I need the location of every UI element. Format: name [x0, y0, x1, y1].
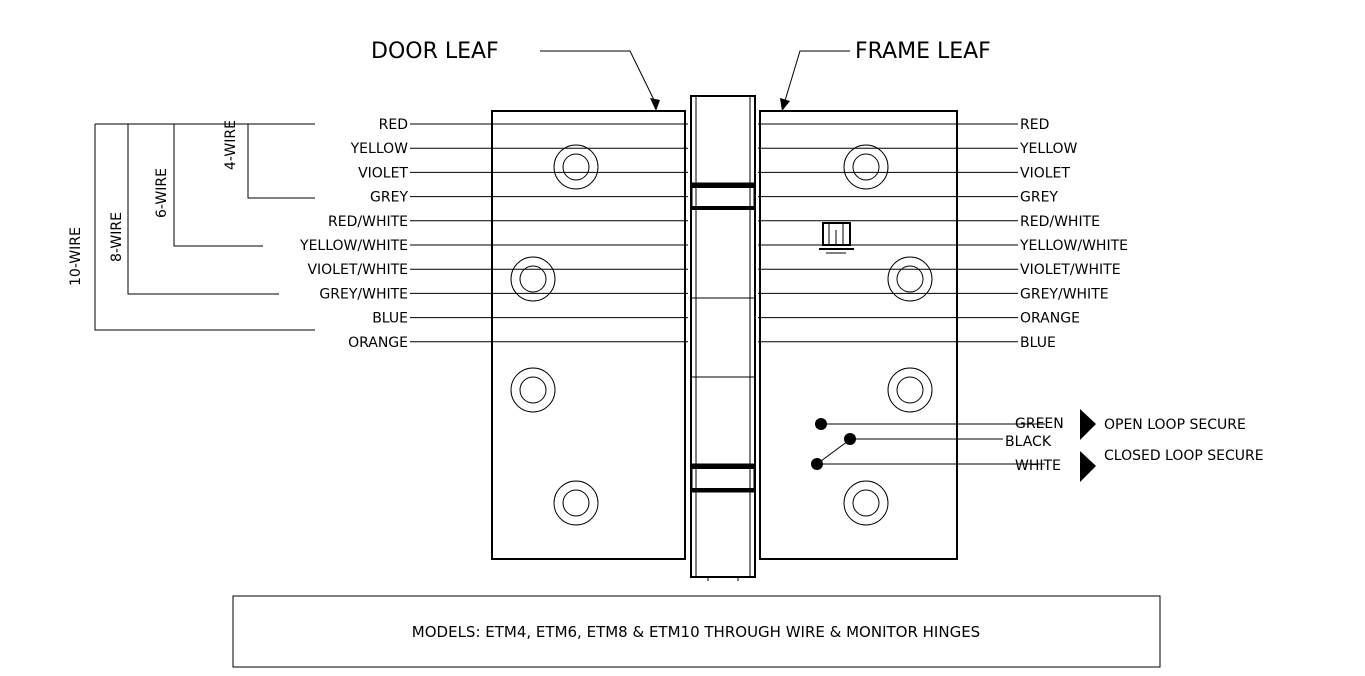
- hinge-drawing: [491, 95, 958, 581]
- frame-leaf-label: FRAME LEAF: [855, 39, 991, 64]
- screw-hole: [553, 144, 599, 190]
- screw-hole: [510, 256, 556, 302]
- left-wire-label-yellow: YELLOW: [350, 141, 409, 157]
- wire-group-brackets: 4-WIRE 6-WIRE 8-WIRE 10-WIRE: [68, 120, 315, 331]
- door-leaf-label: DOOR LEAF: [371, 39, 499, 64]
- group-label-10-wire: 10-WIRE: [68, 227, 84, 286]
- maker-mark-icon: [819, 222, 854, 254]
- right-wire-label-grey-white: GREY/WHITE: [1020, 286, 1109, 302]
- screw-hole: [553, 480, 599, 526]
- hinge-knuckle: [690, 95, 756, 578]
- right-wire-label-violet-white: VIOLET/WHITE: [1020, 262, 1121, 278]
- wire-label-white: WHITE: [1015, 458, 1061, 474]
- monitor-switch: GREEN BLACK WHITE OPEN LOOP SECURE CLOSE…: [811, 409, 1264, 482]
- left-wire-label-red: RED: [379, 117, 408, 133]
- screw-holes: [510, 144, 933, 526]
- right-wire-label-red-white: RED/WHITE: [1020, 214, 1100, 230]
- caption-box: MODELS: ETM4, ETM6, ETM8 & ETM10 THROUGH…: [232, 595, 1161, 668]
- right-wire-label-grey: GREY: [1020, 190, 1058, 206]
- screw-hole: [843, 144, 889, 190]
- left-wire-label-violet: VIOLET: [358, 165, 408, 181]
- screw-hole: [887, 256, 933, 302]
- wire-label-black: BLACK: [1005, 434, 1052, 450]
- left-wire-label-grey: GREY: [370, 190, 408, 206]
- right-wire-label-orange: ORANGE: [1020, 311, 1080, 327]
- right-wire-label-yellow: YELLOW: [1019, 141, 1078, 157]
- group-label-8-wire: 8-WIRE: [109, 212, 125, 262]
- left-wire-label-red-white: RED/WHITE: [328, 214, 408, 230]
- left-wire-label-blue: BLUE: [372, 311, 408, 327]
- open-loop-arrow-icon: [1080, 409, 1096, 440]
- screw-hole: [887, 367, 933, 413]
- screw-hole: [843, 480, 889, 526]
- door-leaf-plate: [491, 110, 686, 560]
- wire-label-green: GREEN: [1015, 416, 1064, 432]
- left-wire-label-yellow-white: YELLOW/WHITE: [299, 238, 408, 254]
- closed-loop-secure-label: CLOSED LOOP SECURE: [1104, 448, 1264, 464]
- closed-loop-arrow-icon: [1080, 451, 1096, 482]
- right-wire-list: RED YELLOW VIOLET GREY RED/WHITE YELLOW/WHITE…: [758, 117, 1128, 351]
- open-loop-secure-label: OPEN LOOP SECURE: [1104, 417, 1246, 433]
- right-wire-label-violet: VIOLET: [1020, 165, 1070, 181]
- right-wire-label-blue: BLUE: [1020, 335, 1056, 351]
- left-wire-label-grey-white: GREY/WHITE: [319, 286, 408, 302]
- left-wire-label-orange: ORANGE: [348, 335, 408, 351]
- left-wire-list: RED YELLOW VIOLET GREY RED/WHITE YELLOW/WHITE…: [299, 117, 688, 351]
- group-label-6-wire: 6-WIRE: [154, 168, 170, 218]
- models-caption: MODELS: ETM4, ETM6, ETM8 & ETM10 THROUGH…: [412, 623, 980, 641]
- right-wire-label-red: RED: [1020, 117, 1049, 133]
- door-leaf-callout: DOOR LEAF: [371, 39, 660, 111]
- group-label-4-wire: 4-WIRE: [223, 120, 239, 170]
- screw-hole: [510, 367, 556, 413]
- left-wire-label-violet-white: VIOLET/WHITE: [307, 262, 408, 278]
- frame-leaf-callout: FRAME LEAF: [780, 39, 991, 111]
- right-wire-label-yellow-white: YELLOW/WHITE: [1019, 238, 1128, 254]
